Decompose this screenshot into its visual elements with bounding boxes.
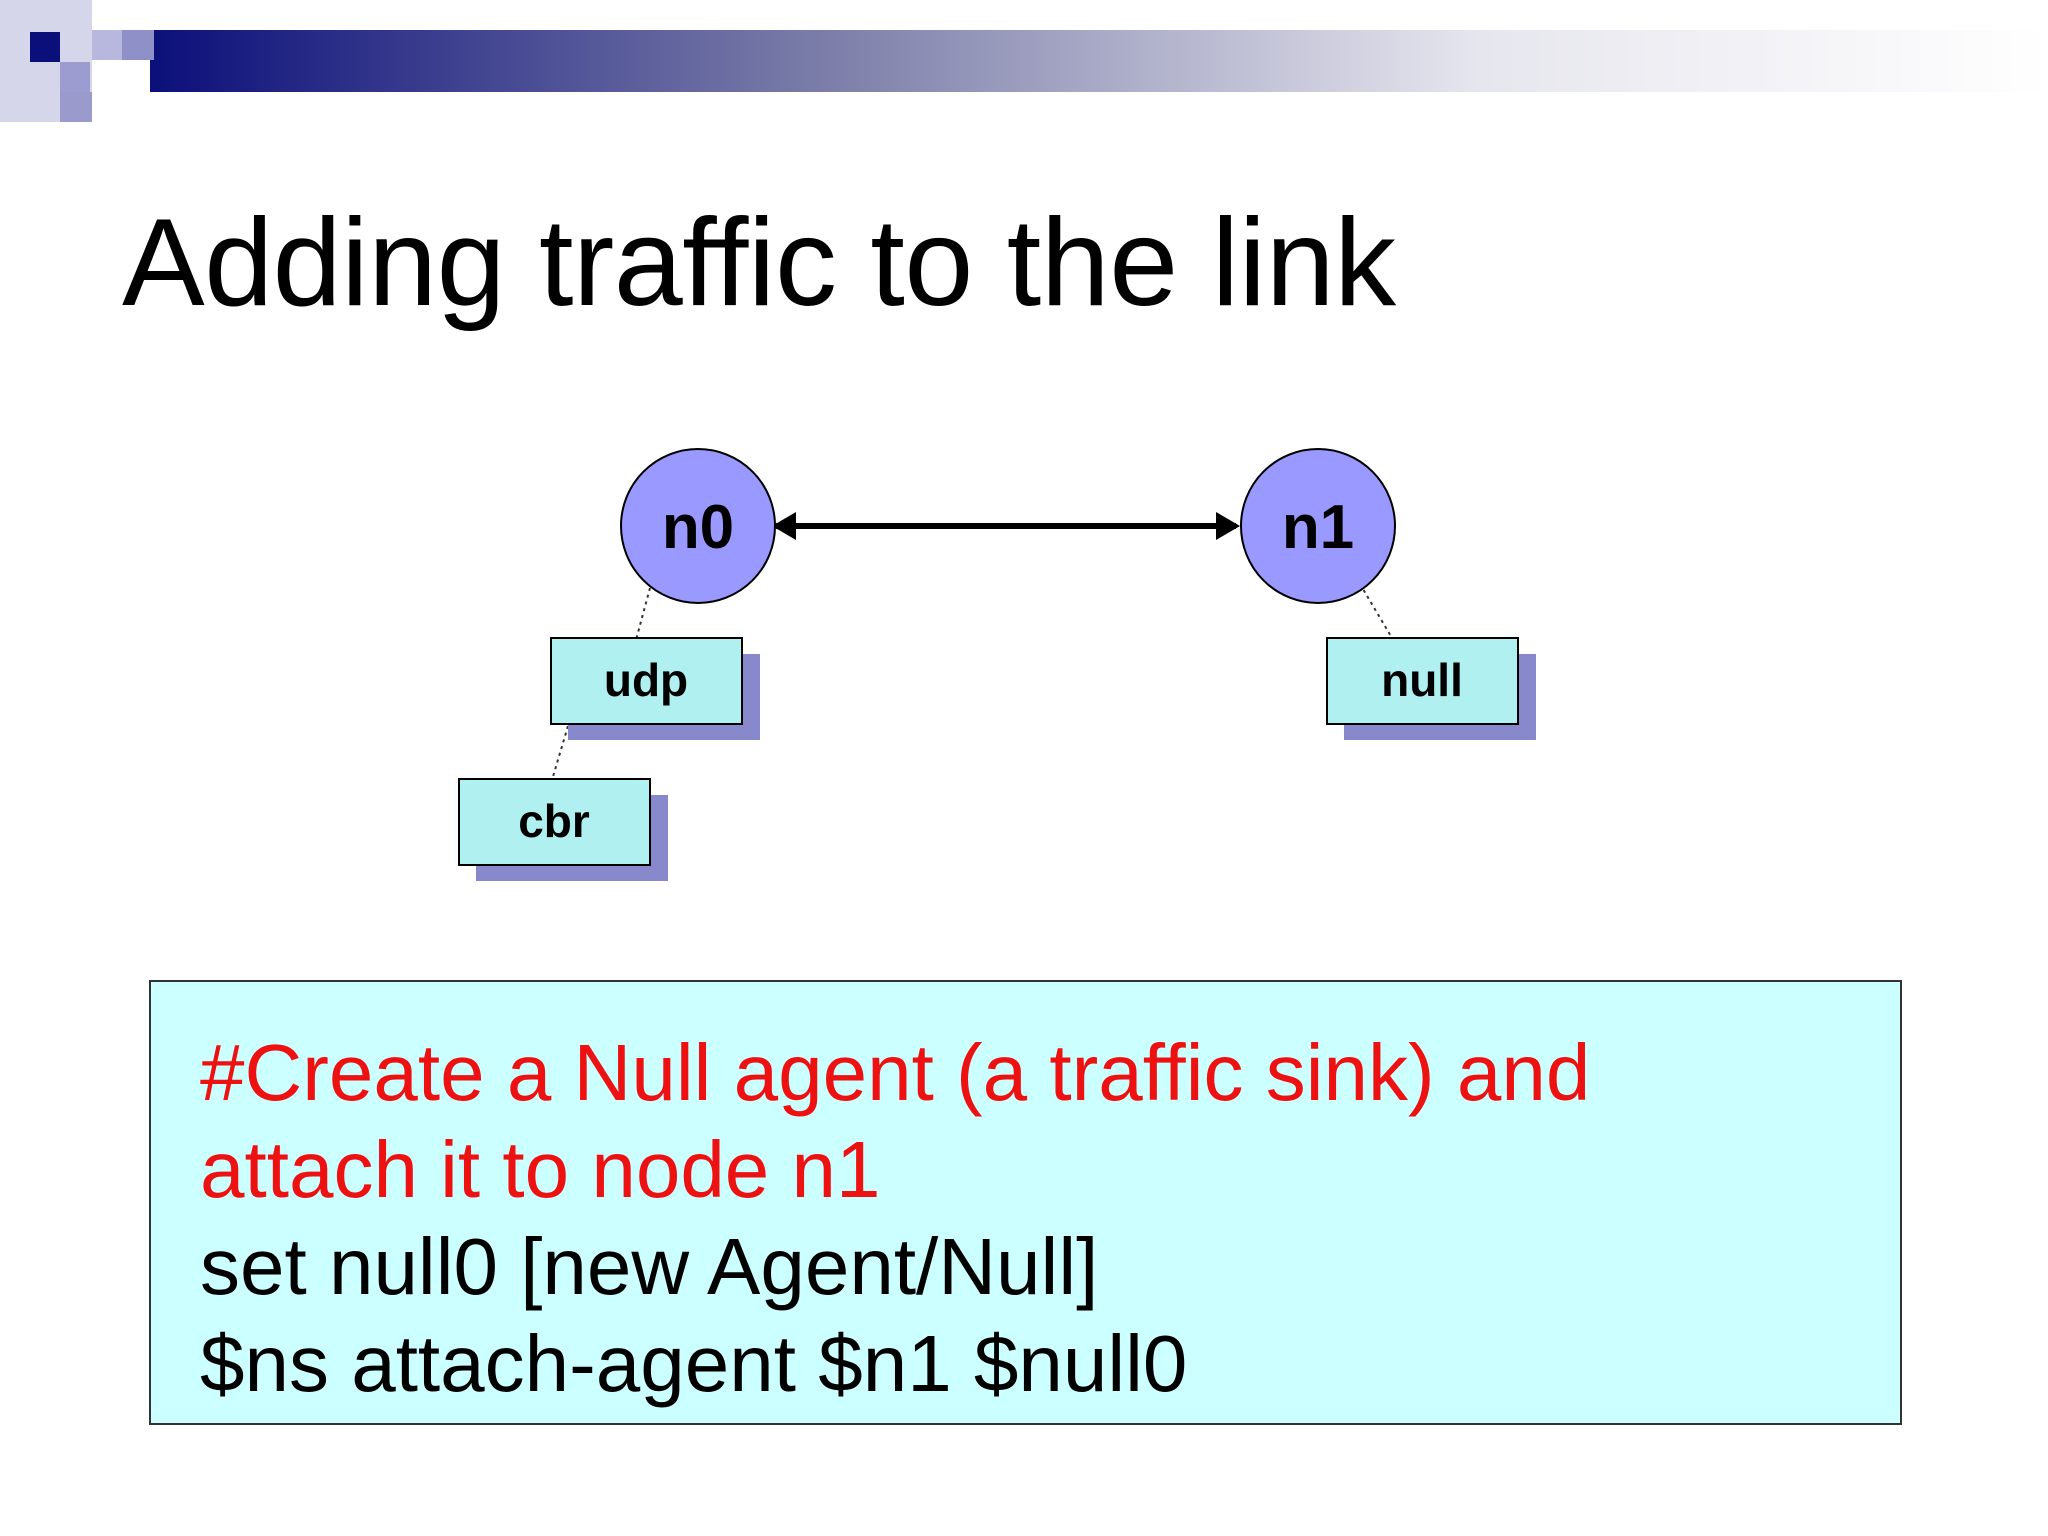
code-command-line-2: $ns attach-agent $n1 $null0 — [200, 1319, 1188, 1408]
agent-cbr-label: cbr — [518, 795, 590, 847]
agent-cbr: cbr — [458, 778, 668, 881]
slide-title: Adding traffic to the link — [122, 194, 1396, 332]
code-box: #Create a Null agent (a traffic sink) an… — [149, 980, 1902, 1425]
corner-squares-logo — [0, 0, 154, 122]
agent-null: null — [1326, 637, 1536, 740]
code-comment-line-1: #Create a Null agent (a traffic sink) an… — [200, 1028, 1591, 1117]
code-comment-line-2: attach it to node n1 — [200, 1125, 881, 1214]
node-n1-label: n1 — [1282, 493, 1354, 562]
node-n0: n0 — [620, 448, 776, 604]
attach-line-udp-cbr — [551, 725, 569, 781]
node-n1: n1 — [1240, 448, 1396, 604]
link-n0-n1 — [772, 512, 1240, 540]
node-n0-label: n0 — [662, 493, 734, 562]
header-gradient-bar — [150, 30, 2048, 92]
agent-udp-label: udp — [604, 654, 688, 706]
agent-udp: udp — [550, 637, 760, 740]
code-command-line-1: set null0 [new Agent/Null] — [200, 1222, 1099, 1311]
agent-null-label: null — [1381, 654, 1463, 706]
attach-line-n0-udp — [635, 587, 651, 641]
attach-line-n1-null — [1359, 583, 1393, 639]
